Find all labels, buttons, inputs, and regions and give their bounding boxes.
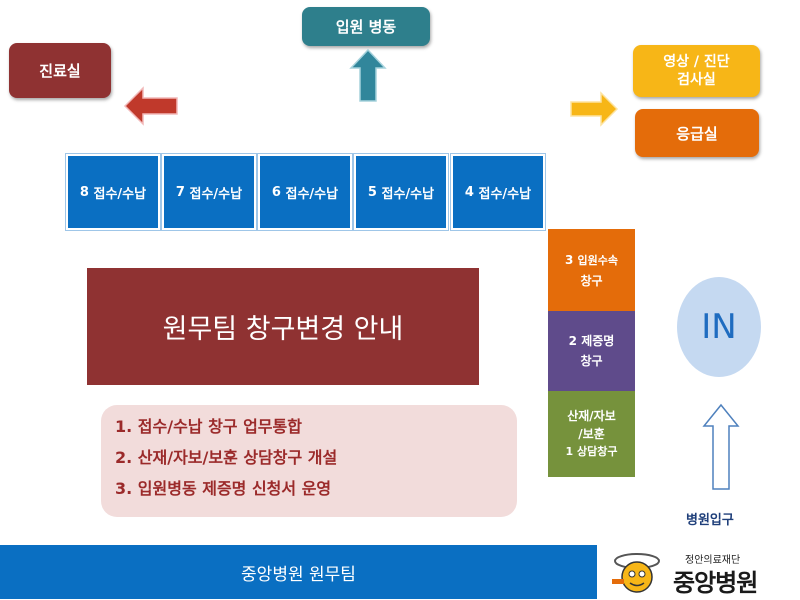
- consulting-window-title: 상담창구: [577, 445, 618, 458]
- entrance-label: 병원입구: [686, 513, 734, 528]
- admission-window-num: 3: [564, 252, 574, 267]
- notice-item-1: 1. 접수/수납 창구 업무통합: [115, 417, 302, 436]
- imaging-room-box: 영상 / 진단 검사실: [633, 45, 760, 97]
- right-arrow-icon: [570, 91, 619, 127]
- consulting-window-line3: 1 상담창구: [566, 443, 618, 461]
- hospital-mascot-icon: [612, 553, 660, 593]
- main-title: 원무팀 창구변경 안내: [162, 314, 404, 345]
- logo-name: 중앙병원: [673, 569, 758, 597]
- counter-5: 5 접수/수납: [353, 153, 449, 231]
- consulting-window-line1: 산재/자보: [567, 409, 616, 423]
- notice-item-3: 3. 입원병동 제증명 신청서 운영: [115, 479, 332, 498]
- counter-4-num: 4: [464, 184, 474, 200]
- counter-7-num: 7: [175, 184, 185, 200]
- consulting-window: 산재/자보 /보훈 1 상담창구: [548, 391, 635, 477]
- admission-window-line1: 3 입원수속: [565, 250, 618, 271]
- hospital-logo: 정안의료재단 중앙병원: [605, 545, 793, 599]
- inpatient-ward-label: 입원 병동: [335, 18, 397, 36]
- consulting-window-line2: /보훈: [578, 427, 605, 441]
- imaging-room-label: 영상 / 진단 검사실: [663, 54, 730, 88]
- logo-foundation: 정안의료재단: [685, 555, 741, 566]
- counter-6-label: 접수/수납: [285, 186, 339, 202]
- admission-window-title: 입원수속: [577, 253, 619, 267]
- counter-5-label: 접수/수납: [381, 186, 435, 202]
- admission-window-line2: 창구: [580, 273, 603, 288]
- entrance-up-arrow-icon: [702, 403, 740, 490]
- counter-8-label: 접수/수납: [93, 186, 147, 202]
- counter-7-label: 접수/수납: [189, 186, 243, 202]
- certificate-window-title: 제증명: [581, 334, 615, 348]
- consult-room-box: 진료실: [9, 43, 111, 98]
- counter-7: 7 접수/수납: [161, 153, 257, 231]
- counter-8-num: 8: [79, 184, 89, 200]
- notice-item-2: 2. 산재/자보/보훈 상담창구 개설: [115, 448, 338, 467]
- counter-6: 6 접수/수납: [257, 153, 353, 231]
- certificate-window-num: 2: [568, 334, 578, 348]
- footer-label: 중앙병원 원무팀: [241, 564, 356, 585]
- main-title-box: 원무팀 창구변경 안내: [87, 268, 479, 385]
- counter-8: 8 접수/수납: [65, 153, 161, 231]
- in-label: IN: [701, 307, 737, 347]
- footer-bar: 중앙병원 원무팀: [0, 545, 597, 599]
- inpatient-ward-box: 입원 병동: [302, 7, 430, 46]
- emergency-room-box: 응급실: [635, 109, 759, 157]
- emergency-room-label: 응급실: [676, 124, 718, 143]
- up-arrow-icon: [349, 48, 387, 102]
- certificate-window-line1: 2 제증명: [569, 331, 615, 351]
- left-arrow-icon: [123, 86, 178, 126]
- in-circle: IN: [677, 277, 761, 377]
- counter-5-num: 5: [367, 184, 377, 200]
- certificate-window: 2 제증명 창구: [548, 311, 635, 391]
- counter-6-num: 6: [271, 184, 281, 200]
- counter-4-label: 접수/수납: [478, 186, 532, 202]
- consult-room-label: 진료실: [39, 62, 81, 80]
- counter-4: 4 접수/수납: [450, 153, 546, 231]
- admission-window: 3 입원수속 창구: [548, 229, 635, 311]
- notice-box: 1. 접수/수납 창구 업무통합 2. 산재/자보/보훈 상담창구 개설 3. …: [101, 405, 517, 517]
- certificate-window-line2: 창구: [580, 354, 603, 368]
- consulting-window-num: 1: [565, 445, 574, 458]
